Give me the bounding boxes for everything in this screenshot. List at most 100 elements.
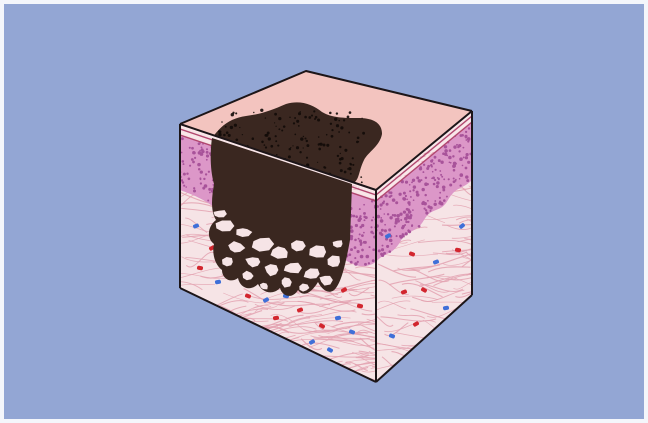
epidermis-cell	[364, 241, 367, 244]
pigment-dot	[242, 134, 243, 135]
epidermis-cell	[363, 215, 366, 218]
pigment-dot	[281, 129, 283, 131]
epidermis-cell	[432, 177, 435, 180]
epidermis-cell	[445, 154, 447, 156]
epidermis-cell	[350, 237, 353, 240]
epidermis-cell	[442, 186, 446, 190]
pigment-dot	[337, 155, 339, 157]
epidermis-cell	[453, 162, 457, 166]
epidermis-cell	[380, 217, 382, 219]
epidermis-cell	[426, 167, 429, 170]
epidermis-cell	[208, 171, 210, 173]
epidermis-cell	[192, 161, 195, 164]
pigment-dot	[267, 132, 270, 135]
pigment-dot	[235, 112, 237, 114]
pigment-dot	[278, 117, 281, 120]
epidermis-cell	[467, 137, 471, 141]
pigment-dot	[274, 113, 277, 116]
pigment-dot	[338, 131, 340, 133]
epidermis-cell	[461, 134, 464, 137]
epidermis-cell	[360, 244, 362, 246]
epidermis-cell	[365, 255, 369, 259]
epidermis-cell	[182, 181, 184, 183]
epidermis-cell	[203, 178, 205, 180]
epidermis-cell	[413, 185, 416, 188]
epidermis-cell	[412, 179, 415, 182]
epidermis-cell	[430, 160, 433, 163]
pigment-dot	[299, 111, 300, 112]
epidermis-cell	[361, 249, 364, 252]
epidermis-cell	[407, 208, 410, 211]
epidermis-cell	[459, 184, 461, 186]
epidermis-cell	[381, 248, 384, 251]
epidermis-cell	[396, 214, 400, 218]
epidermis-cell	[418, 179, 422, 183]
epidermis-cell	[406, 198, 408, 200]
epidermis-cell	[354, 257, 356, 259]
epidermis-cell	[436, 181, 439, 184]
epidermis-cell	[368, 246, 370, 248]
pigment-dot	[218, 133, 221, 136]
epidermis-cell	[385, 194, 387, 196]
epidermis-cell	[449, 183, 452, 186]
epidermis-cell	[186, 172, 188, 174]
pigment-dot	[348, 167, 351, 170]
epidermis-cell	[192, 151, 195, 154]
epidermis-cell	[193, 189, 196, 192]
epidermis-cell	[382, 245, 384, 247]
epidermis-cell	[409, 190, 411, 192]
pigment-dot	[338, 120, 340, 122]
pigment-dot	[358, 141, 359, 142]
pigment-dot	[349, 163, 351, 165]
pigment-dot	[331, 135, 334, 138]
pigment-dot	[228, 134, 231, 137]
epidermis-cell	[453, 169, 456, 172]
epidermis-cell	[191, 158, 194, 161]
pigment-dot	[318, 136, 320, 138]
epidermis-cell	[424, 194, 426, 196]
pigment-dot	[289, 148, 292, 151]
epidermis-cell	[431, 166, 433, 168]
epidermis-cell	[453, 145, 456, 148]
pigment-dot	[318, 143, 320, 145]
epidermis-cell	[448, 178, 450, 180]
epidermis-cell	[389, 216, 392, 219]
epidermis-cell	[411, 181, 413, 183]
epidermis-cell	[405, 232, 408, 235]
epidermis-cell	[439, 192, 441, 194]
pigment-dot	[350, 173, 352, 175]
pigment-dot	[317, 118, 320, 121]
epidermis-cell	[363, 204, 365, 206]
pigment-dot	[308, 116, 311, 119]
epidermis-cell	[422, 201, 425, 204]
pigment-dot	[275, 140, 277, 142]
pigment-dot	[288, 155, 291, 158]
pigment-dot	[317, 162, 318, 163]
epidermis-cell	[208, 188, 211, 191]
epidermis-cell	[434, 156, 437, 159]
epidermis-cell	[439, 197, 441, 199]
epidermis-cell	[363, 232, 365, 234]
epidermis-cell	[198, 142, 201, 145]
epidermis-cell	[199, 177, 201, 179]
epidermis-cell	[416, 191, 419, 194]
epidermis-cell	[384, 224, 386, 226]
epidermis-cell	[181, 179, 183, 181]
epidermis-cell	[459, 157, 463, 161]
epidermis-cell	[444, 149, 448, 153]
epidermis-cell	[372, 248, 375, 251]
pigment-dot	[303, 136, 304, 137]
pigment-dot	[326, 144, 329, 147]
pigment-dot	[230, 126, 233, 129]
epidermis-cell	[405, 221, 408, 224]
epidermis-cell	[386, 203, 389, 206]
epidermis-cell	[372, 259, 375, 262]
epidermis-cell	[194, 157, 196, 159]
epidermis-cell	[377, 215, 381, 219]
epidermis-cell	[181, 137, 184, 140]
epidermis-cell	[359, 239, 362, 242]
epidermis-cell	[380, 219, 384, 223]
epidermis-cell	[380, 208, 382, 210]
epidermis-cell	[198, 151, 202, 155]
pigment-dot	[300, 137, 303, 140]
